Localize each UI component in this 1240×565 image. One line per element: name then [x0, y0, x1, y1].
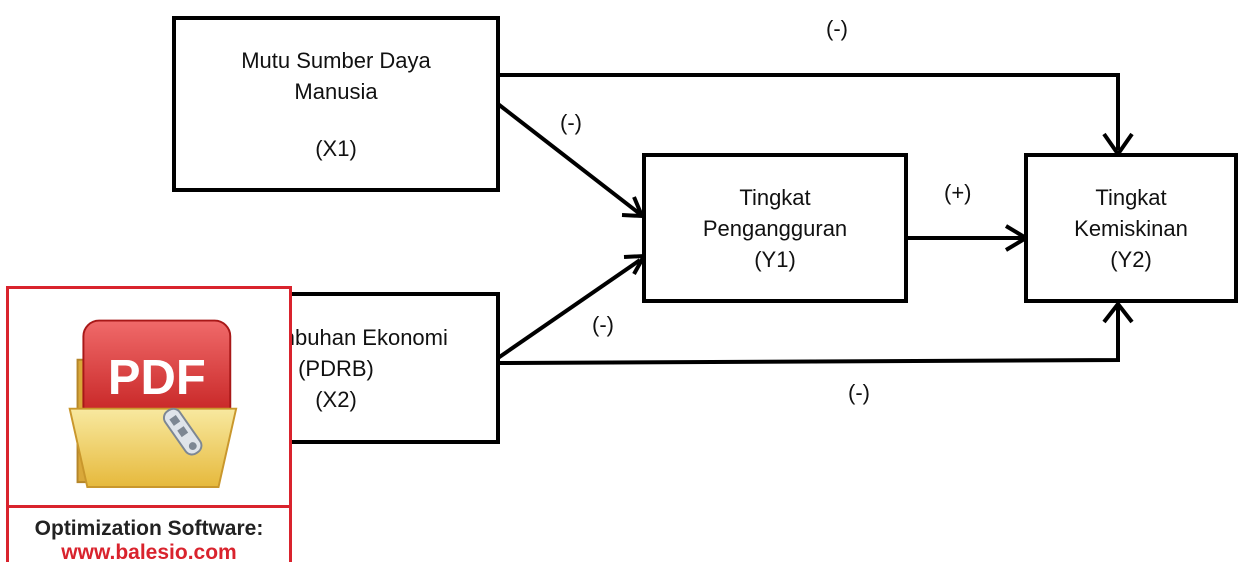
- edge-label-x2-y1: (-): [592, 312, 614, 337]
- node-y1-code: (Y1): [754, 246, 796, 272]
- node-x1-code: (X1): [315, 135, 357, 161]
- node-y2-name: Tingkat Kemiskinan: [1074, 184, 1188, 241]
- node-y1: Tingkat Pengangguran (Y1): [642, 153, 908, 303]
- edge-x2-y2: [497, 307, 1120, 365]
- pdf-watermark[interactable]: PDF Optimization Software: www.balesio.c…: [6, 286, 292, 564]
- watermark-link[interactable]: www.balesio.com: [61, 541, 237, 564]
- pdf-folder-icon: PDF: [68, 319, 238, 488]
- node-x2-code: (X2): [315, 386, 357, 412]
- node-x1: Mutu Sumber Daya Manusia (X1): [172, 16, 500, 192]
- node-y2: Tingkat Kemiskinan (Y2): [1024, 153, 1238, 303]
- edge-label-x1-y2: (-): [826, 16, 848, 41]
- node-x1-name: Mutu Sumber Daya Manusia: [241, 47, 431, 104]
- node-y1-name: Tingkat Pengangguran: [702, 184, 848, 241]
- edge-label-x1-y1: (-): [560, 110, 582, 135]
- edge-x1-y2: [498, 73, 1120, 150]
- watermark-divider: [9, 505, 289, 508]
- edge-x1-y1: [496, 102, 642, 216]
- edge-label-x2-y2: (-): [848, 380, 870, 405]
- watermark-title: Optimization Software:: [34, 517, 264, 540]
- node-y2-code: (Y2): [1110, 246, 1152, 272]
- pdf-badge-text: PDF: [108, 351, 206, 405]
- edge-label-y1-y2: (+): [944, 180, 972, 205]
- arrowhead-x2-y2: [1102, 300, 1134, 324]
- edge-x2-y1: [496, 258, 642, 360]
